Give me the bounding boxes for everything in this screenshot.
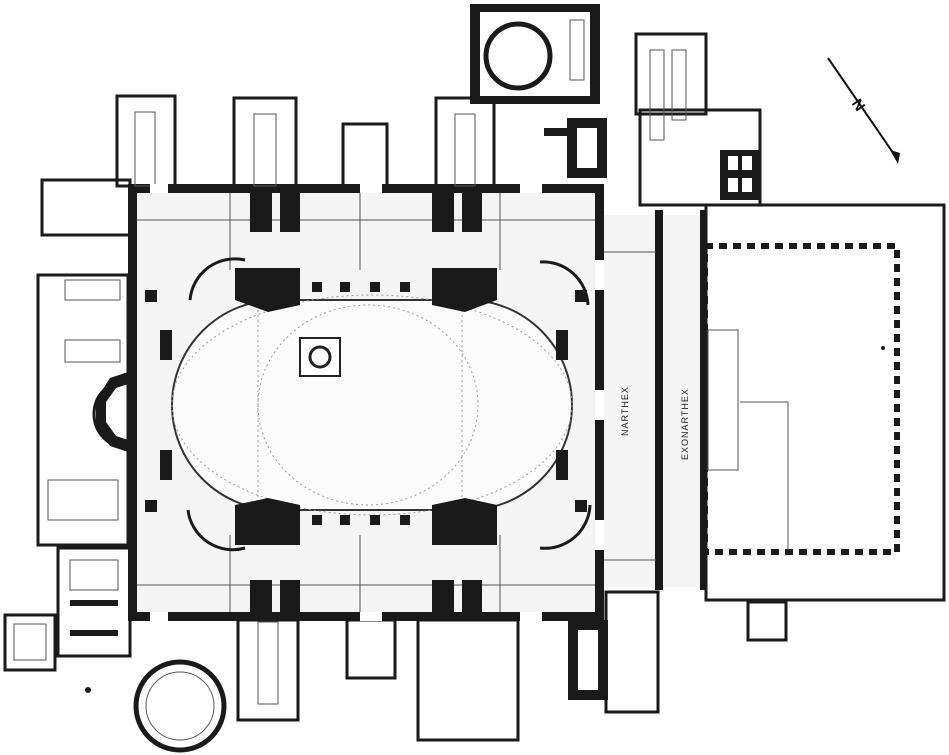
exonarthex: EXONARTHEX	[663, 210, 706, 590]
narthex-label: NARTHEX	[620, 386, 630, 436]
apse	[92, 372, 129, 452]
aisle-lines	[137, 193, 595, 612]
baptistery	[3, 613, 227, 753]
top-mausoleum	[470, 4, 600, 104]
atrium	[702, 203, 946, 602]
north-arrow: N	[827, 57, 900, 164]
left-annex	[36, 178, 132, 658]
door-openings	[150, 184, 604, 621]
top-buttresses	[115, 94, 496, 188]
exonarthex-label: EXONARTHEX	[680, 388, 690, 460]
narthex: NARTHEX	[604, 210, 663, 590]
main-piers	[235, 192, 497, 620]
central-nave	[171, 294, 573, 516]
southwest-annexes	[568, 590, 788, 714]
bottom-buttresses	[236, 618, 520, 742]
column-rows	[145, 282, 587, 525]
northwest-annexes	[544, 32, 762, 207]
omphalion-square	[299, 337, 341, 377]
